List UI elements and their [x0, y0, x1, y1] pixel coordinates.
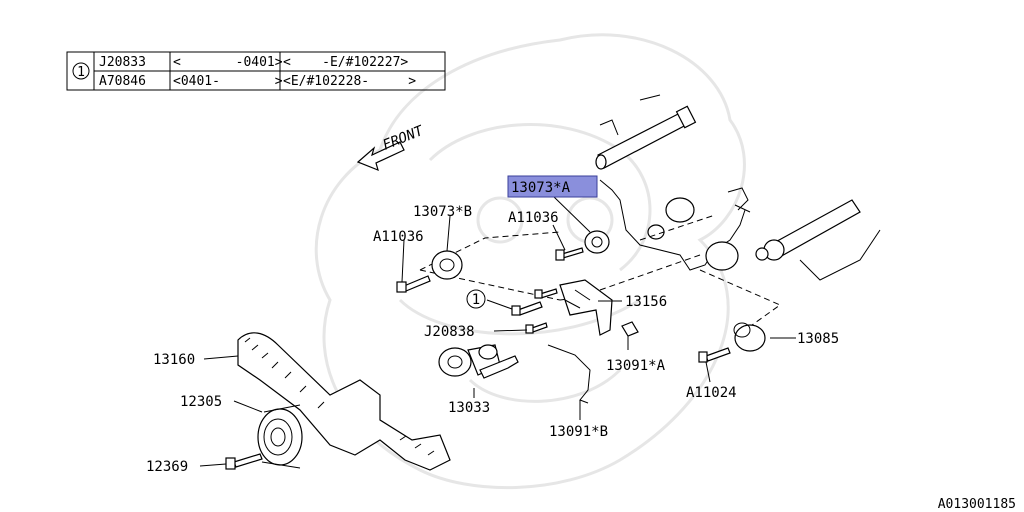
bolt-a11036-left	[396, 275, 431, 293]
legend-marker: 1	[77, 65, 85, 80]
bolts-bracket	[511, 288, 558, 334]
label-a11036-top[interactable]: A11036	[508, 210, 559, 226]
label-circle-1[interactable]: 1	[472, 292, 480, 308]
bolt-a11036-top	[555, 247, 584, 261]
label-a11024[interactable]: A11024	[686, 385, 737, 401]
label-13091a[interactable]: 13091*A	[606, 358, 666, 374]
label-13156[interactable]: 13156	[625, 294, 667, 310]
legend-marker-circle	[72, 62, 90, 80]
label-13160[interactable]: 13160	[153, 352, 195, 368]
table-row-2-range2: <E/#102228- >	[283, 74, 416, 89]
table-row-1-part: J20833	[99, 55, 146, 70]
bolt-12369	[225, 453, 263, 470]
idler-pulley-13085	[733, 322, 766, 352]
label-12305[interactable]: 12305	[180, 394, 222, 410]
crank-pulley-12305	[257, 404, 303, 469]
tensioner-13033	[438, 344, 519, 379]
cam-pulleys	[647, 187, 751, 271]
label-13033[interactable]: 13033	[448, 400, 490, 416]
guide-13091b	[547, 344, 591, 404]
label-12369[interactable]: 12369	[146, 459, 188, 475]
camshaft-right	[755, 199, 881, 281]
table-row-1-range1: < -0401>	[173, 55, 283, 70]
highlight-13073a	[507, 175, 598, 198]
callouts: 13073*A A11036 13073*B A11036 1 13156 J2…	[146, 175, 839, 475]
idler-pulley-13073b	[431, 250, 463, 280]
label-13091b[interactable]: 13091*B	[549, 424, 608, 440]
label-13073b[interactable]: 13073*B	[413, 204, 472, 220]
engine-block-outline	[599, 179, 746, 271]
table-row-2-range1: <0401- >	[173, 74, 283, 89]
idler-pulley-13073a	[584, 230, 610, 254]
clip-13091a	[621, 321, 639, 337]
label-j20838[interactable]: J20838	[424, 324, 475, 340]
bolt-a11024	[698, 347, 731, 363]
bracket-13156	[559, 279, 613, 336]
camshaft-upper	[595, 94, 697, 170]
legend-table: 1 J20833 < -0401> < -E/#102227> A70846 <…	[66, 51, 446, 91]
diagram-id: A013001185	[938, 497, 1016, 512]
callout-circle-1	[466, 289, 486, 309]
table-row-2-part: A70846	[99, 74, 146, 89]
label-13085[interactable]: 13085	[797, 331, 839, 347]
label-a11036-left[interactable]: A11036	[373, 229, 424, 245]
table-row-1-range2: < -E/#102227>	[283, 55, 408, 70]
label-13073a[interactable]: 13073*A	[511, 180, 571, 196]
leader-lines	[199, 195, 796, 467]
timing-belt-13160	[237, 332, 451, 471]
front-arrow: FRONT	[356, 122, 427, 172]
